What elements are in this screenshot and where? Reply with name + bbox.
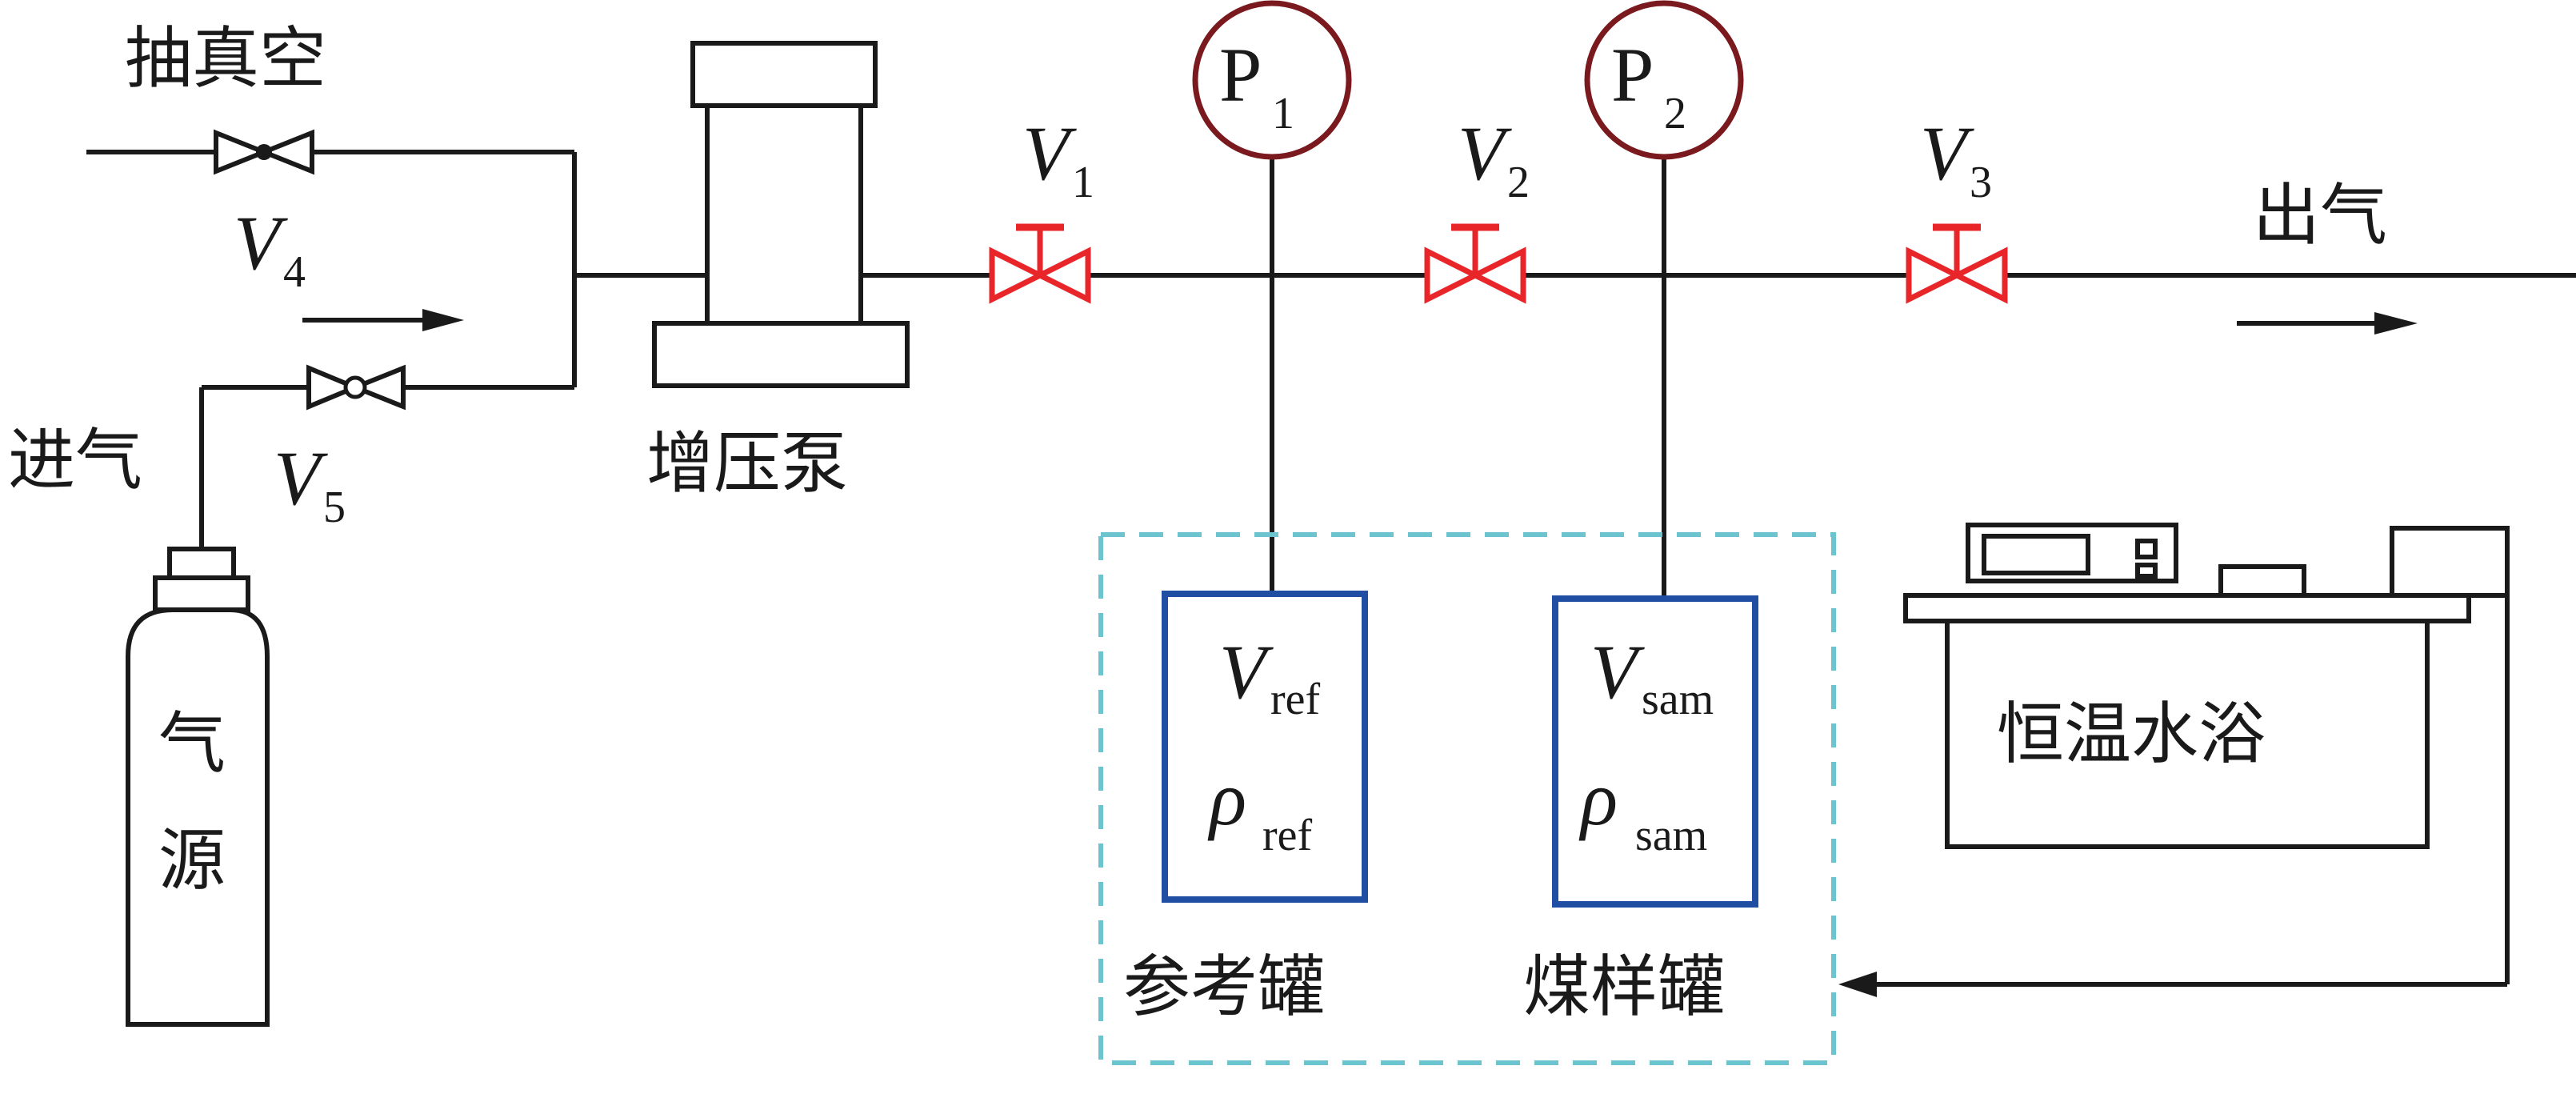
- outlet-label: 出气: [2253, 176, 2387, 254]
- pipework: [86, 150, 2576, 987]
- valve-v1: [989, 223, 1091, 304]
- svg-text:V: V: [234, 200, 288, 286]
- svg-text:V: V: [1458, 110, 1512, 196]
- svg-text:ref: ref: [1270, 675, 1321, 724]
- valve-v4: [214, 129, 314, 175]
- gauge-label-p2: P 2: [1611, 32, 1686, 138]
- svg-text:ρ: ρ: [1578, 755, 1618, 841]
- svg-text:ρ: ρ: [1207, 755, 1246, 841]
- reference-tank-label: 参考罐: [1123, 948, 1325, 1026]
- svg-text:V: V: [1219, 629, 1274, 715]
- reference-tank: [1162, 591, 1368, 903]
- flow-arrows: [302, 309, 2418, 997]
- pump-label: 增压泵: [646, 424, 848, 503]
- sample-density-label: ρ sam: [1578, 755, 1707, 860]
- pressure-gauge-p1: [1192, 0, 1352, 160]
- gauge-label-p1: P 1: [1219, 32, 1294, 138]
- svg-text:V: V: [1590, 629, 1645, 715]
- svg-text:1: 1: [1072, 158, 1094, 207]
- water-bath-return-arrow: [1838, 972, 1877, 997]
- svg-text:4: 4: [283, 247, 306, 297]
- svg-text:V: V: [1022, 110, 1077, 196]
- svg-text:P: P: [1219, 32, 1262, 118]
- thermostatic-enclosure: [1098, 532, 1836, 1065]
- svg-text:P: P: [1611, 32, 1654, 118]
- sample-volume-label: V sam: [1590, 629, 1714, 724]
- inlet-label: 进气: [8, 421, 142, 499]
- svg-text:3: 3: [1970, 158, 1992, 207]
- gas-source-label-2: 源: [158, 821, 226, 900]
- svg-text:sam: sam: [1642, 675, 1714, 724]
- inlet-flow-arrow: [302, 309, 464, 331]
- gas-source-label-1: 气: [158, 704, 226, 783]
- sample-tank-label: 煤样罐: [1523, 948, 1725, 1026]
- svg-text:1: 1: [1272, 89, 1294, 138]
- valve-v3: [1906, 223, 2008, 304]
- valve-v5: [306, 364, 406, 411]
- booster-pump: [652, 41, 910, 388]
- sample-tank: [1552, 595, 1758, 908]
- reference-volume-label: V ref: [1219, 629, 1321, 724]
- gas-cylinder: [126, 547, 270, 1027]
- svg-text:2: 2: [1664, 89, 1686, 138]
- svg-text:ref: ref: [1262, 811, 1313, 860]
- water-bath: [1903, 523, 2510, 849]
- svg-text:2: 2: [1507, 158, 1530, 207]
- vacuum-label: 抽真空: [125, 19, 326, 98]
- valve-label-v5: V 5: [274, 435, 346, 532]
- outlet-flow-arrow: [2237, 312, 2418, 335]
- reference-density-label: ρ ref: [1207, 755, 1313, 860]
- water-bath-label: 恒温水浴: [1997, 695, 2266, 773]
- svg-text:5: 5: [323, 483, 346, 532]
- valve-label-v3: V 3: [1920, 110, 1992, 207]
- svg-text:V: V: [274, 435, 328, 521]
- valve-label-v4: V 4: [234, 200, 306, 297]
- pressure-gauge-p2: [1584, 0, 1744, 160]
- valve-label-v1: V 1: [1022, 110, 1094, 207]
- svg-text:V: V: [1920, 110, 1974, 196]
- valve-v2: [1424, 223, 1526, 304]
- valve-label-v2: V 2: [1458, 110, 1530, 207]
- svg-text:sam: sam: [1635, 811, 1707, 860]
